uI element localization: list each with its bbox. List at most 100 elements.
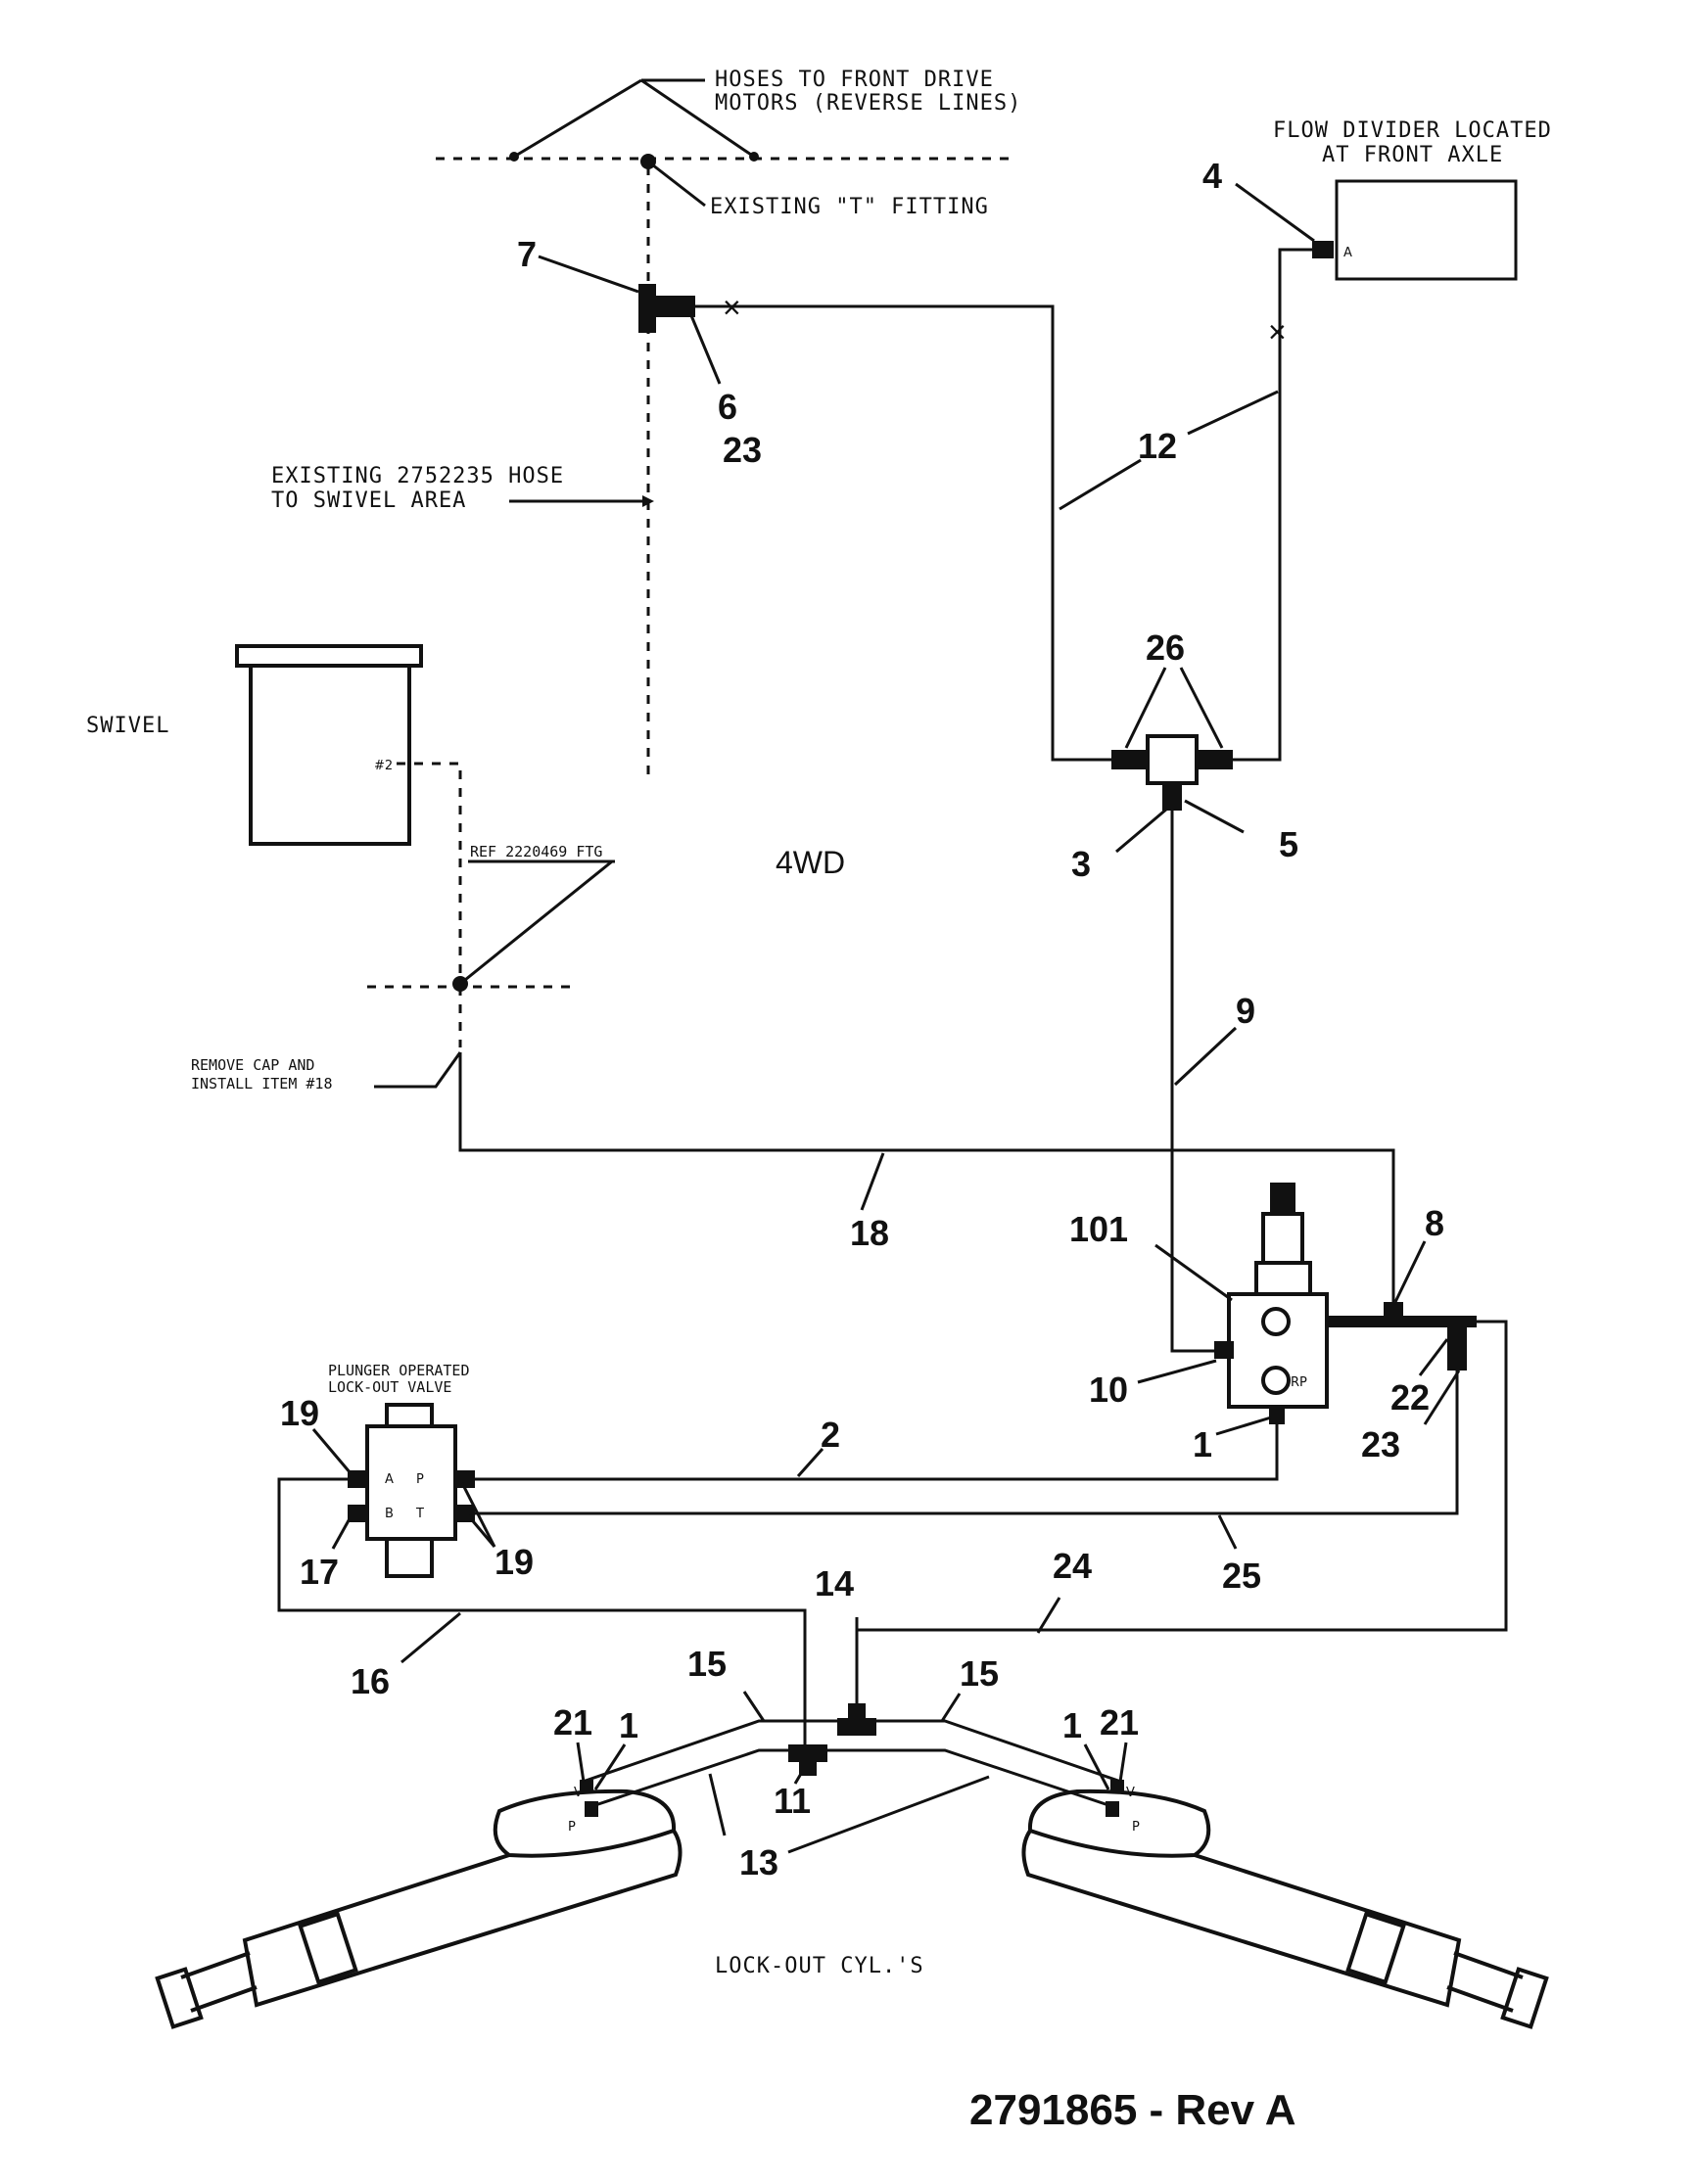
callout-1c: 1: [1062, 1705, 1082, 1745]
swivel-cap: [235, 644, 423, 668]
callout-10: 10: [1089, 1370, 1128, 1410]
callout-7: 7: [517, 234, 537, 274]
fitting-17-b: [348, 1505, 367, 1522]
valve-cartridge: [1261, 1212, 1304, 1265]
hose-to-tee-left: [695, 304, 1116, 762]
hose-13: [591, 1748, 1112, 1808]
hose-9: [1170, 811, 1219, 1353]
callout-2: 2: [821, 1415, 840, 1455]
swivel-port-label: #2: [374, 759, 393, 773]
cyl-right-port-p: P: [1132, 1820, 1140, 1835]
valve-port-p: P: [416, 1472, 424, 1487]
ref-ftg-label: REF 2220469 FTG: [470, 843, 602, 860]
callout-23b: 23: [1361, 1424, 1400, 1464]
fitting-19-a: [348, 1470, 367, 1488]
existing-hose-label-1: EXISTING 2752235 HOSE: [271, 464, 564, 488]
hose-12: [1224, 248, 1334, 762]
plunger-valve-body: [365, 1424, 457, 1541]
hoses-label-1: HOSES TO FRONT DRIVE: [715, 68, 994, 92]
tee-11: [788, 1744, 827, 1762]
callout-1b: 1: [619, 1705, 638, 1745]
hose-16: [277, 1477, 807, 1744]
center-label: 4WD: [776, 845, 845, 880]
flow-divider-label-1: FLOW DIVIDER LOCATED: [1273, 118, 1552, 143]
callout-9: 9: [1236, 991, 1255, 1031]
hoses-label-2: MOTORS (REVERSE LINES): [715, 91, 1021, 116]
remove-cap-label-1: REMOVE CAP AND: [191, 1056, 314, 1074]
fitting-8: [1384, 1302, 1403, 1322]
callout-5: 5: [1279, 824, 1298, 864]
callout-26: 26: [1146, 627, 1185, 668]
fitting-26-left: [1111, 750, 1148, 769]
swivel-body: [249, 664, 411, 846]
existing-t-label: EXISTING "T" FITTING: [710, 195, 989, 219]
callout-12: 12: [1138, 426, 1177, 466]
callout-13: 13: [739, 1842, 778, 1882]
fitting-6: [656, 296, 695, 317]
valve-cartridge-base: [1254, 1261, 1312, 1296]
remove-cap-label-2: INSTALL ITEM #18: [191, 1075, 333, 1092]
svg-text:×: ×: [1268, 314, 1287, 349]
hose-25: [475, 1371, 1459, 1515]
leader-hoses-right: [640, 78, 755, 159]
hose-18: [458, 1052, 1395, 1307]
cyl-left-port-p: P: [568, 1820, 576, 1835]
cyl-left-port-v: V: [574, 1786, 583, 1800]
callout-101: 101: [1069, 1209, 1128, 1249]
callout-1a: 1: [1193, 1424, 1212, 1464]
callout-24: 24: [1053, 1546, 1092, 1586]
callout-11: 11: [774, 1781, 811, 1821]
flow-divider-label-2: AT FRONT AXLE: [1322, 143, 1503, 167]
plunger-top: [385, 1403, 434, 1428]
leader-hoses-left: [513, 78, 642, 159]
fitting-26-right: [1197, 750, 1233, 769]
callout-17: 17: [300, 1552, 339, 1592]
fitting-10: [1214, 1341, 1234, 1359]
fitting-1-valve: [1269, 1407, 1285, 1424]
plunger-valve-label-2: LOCK-OUT VALVE: [328, 1378, 451, 1396]
valve-port-b: B: [385, 1507, 394, 1521]
callout-15a: 15: [687, 1644, 727, 1684]
callout-22: 22: [1390, 1377, 1430, 1417]
fitting-19-p: [455, 1470, 475, 1488]
callout-21b: 21: [1100, 1702, 1139, 1743]
valve-port-t: T: [415, 1507, 424, 1521]
fitting-3: [1162, 783, 1182, 811]
lockout-cylinder-right: V P: [1021, 1780, 1549, 2029]
callout-23a: 23: [723, 430, 762, 470]
callout-3: 3: [1071, 844, 1091, 884]
callout-6: 6: [718, 387, 737, 427]
lockout-cylinder-left: V P: [155, 1780, 683, 2029]
plunger-valve-label-1: PLUNGER OPERATED: [328, 1362, 470, 1379]
valve-knob: [1270, 1183, 1295, 1214]
callout-14: 14: [815, 1563, 854, 1603]
fitting-23-tee: [1447, 1322, 1467, 1371]
flow-divider-box: [1335, 179, 1518, 281]
flow-divider-port-a: A: [1343, 246, 1352, 260]
tee-14: [837, 1718, 876, 1736]
lockout-cyl-label: LOCK-OUT CYL.'S: [715, 1954, 924, 1978]
callout-8: 8: [1425, 1203, 1444, 1243]
plunger-bottom: [385, 1537, 434, 1578]
callout-19a: 19: [280, 1393, 319, 1433]
callout-16: 16: [351, 1661, 390, 1701]
callout-19b: 19: [494, 1542, 534, 1582]
rp-port-label: RP: [1291, 1375, 1307, 1390]
existing-hose-label-2: TO SWIVEL AREA: [271, 488, 466, 513]
svg-text:×: ×: [723, 290, 741, 325]
swivel-label: SWIVEL: [86, 714, 169, 738]
valve-block-101: [1227, 1292, 1329, 1409]
tee-fitting-7: [638, 284, 656, 333]
valve-port-a: A: [385, 1472, 394, 1487]
callout-18: 18: [850, 1213, 889, 1253]
callout-21a: 21: [553, 1702, 592, 1743]
hose-2: [475, 1424, 1279, 1481]
swivel-port-2-line: [397, 762, 462, 981]
tee-5: [1146, 734, 1199, 785]
cyl-right-port-v: V: [1126, 1786, 1135, 1800]
fitting-4: [1312, 241, 1334, 258]
drawing-number: 2791865 - Rev A: [969, 2086, 1295, 2134]
callout-15b: 15: [960, 1653, 999, 1694]
callout-25: 25: [1222, 1556, 1261, 1596]
